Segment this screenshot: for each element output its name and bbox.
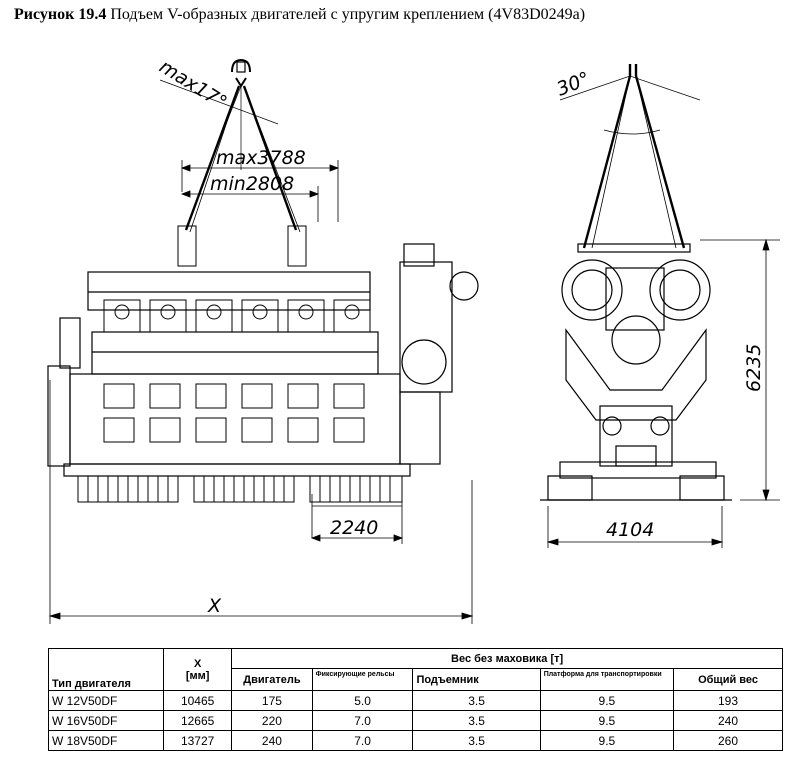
col-x-unit: [мм] [185, 669, 210, 682]
spreader-min-label: min2808 [210, 173, 294, 195]
cell-x: 12665 [163, 710, 233, 731]
cell-engine: 220 [231, 710, 313, 731]
figure-caption: Рисунок 19.4 Подъем V-образных двигателе… [14, 6, 585, 24]
group-header: Вес без маховика [т] [231, 648, 783, 669]
col-x-label: X [193, 657, 202, 670]
cell-engine-type: W 18V50DF [47, 730, 165, 751]
cell-lifter: 3.5 [412, 690, 541, 711]
spreader-max-label: max3788 [216, 147, 306, 169]
cell-lifter: 3.5 [412, 710, 541, 731]
col-rails: Фиксирующие рельсы [311, 668, 414, 691]
engine-weight-table: Тип двигателя X [мм] Вес без маховика [т… [47, 648, 783, 751]
cell-engine-type: W 12V50DF [47, 690, 165, 711]
cell-rails: 5.0 [311, 690, 414, 711]
col-x: X [мм] [163, 648, 233, 691]
engine-lifting-drawing: max17° max3788 min2808 2240 X 30° 6235 4… [47, 56, 780, 624]
cell-engine: 175 [231, 690, 313, 711]
col-lifter: Подъемник [412, 668, 541, 691]
cell-x: 10465 [163, 690, 233, 711]
sling-angle-label: max17° [155, 56, 230, 114]
width-dimension-label: 4104 [606, 519, 654, 541]
figure-label: Рисунок 19.4 [14, 6, 107, 23]
offset-dimension-label: 2240 [330, 517, 378, 539]
height-dimension-label: 6235 [743, 344, 765, 392]
end-view-engine [540, 64, 732, 501]
cell-rails: 7.0 [311, 730, 414, 751]
cell-total: 240 [673, 710, 783, 731]
col-engine: Двигатель [231, 668, 313, 691]
cell-platform: 9.5 [539, 690, 675, 711]
overall-length-label: X [207, 595, 222, 617]
end-sling-angle-label: 30° [554, 68, 593, 101]
cell-rails: 7.0 [311, 710, 414, 731]
side-view-engine [47, 58, 479, 503]
end-view-dimensions [546, 238, 780, 548]
col-platform: Платформа для транспортировки [539, 668, 675, 691]
cell-x: 13727 [163, 730, 233, 751]
col-engine-type: Тип двигателя [47, 648, 165, 691]
cell-lifter: 3.5 [412, 730, 541, 751]
cell-platform: 9.5 [539, 710, 675, 731]
cell-engine: 240 [231, 730, 313, 751]
cell-total: 193 [673, 690, 783, 711]
table-header-row: Тип двигателя X [мм] Вес без маховика [т… [47, 648, 783, 691]
cell-platform: 9.5 [539, 730, 675, 751]
side-view-dimensions [48, 160, 474, 624]
col-total: Общий вес [673, 668, 783, 691]
figure-title: Подъем V-образных двигателей с упругим к… [106, 6, 586, 23]
cell-engine-type: W 16V50DF [47, 710, 165, 731]
cell-total: 260 [673, 730, 783, 751]
